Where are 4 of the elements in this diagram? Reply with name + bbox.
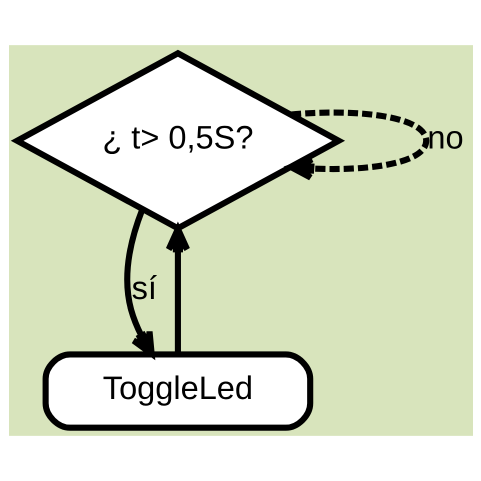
node-diamond: ¿ t> 0,5S?: [10, 50, 345, 232]
node-box: ToggleLed: [42, 351, 313, 431]
edge-label: no: [426, 120, 464, 156]
edge-label: sí: [131, 270, 156, 306]
